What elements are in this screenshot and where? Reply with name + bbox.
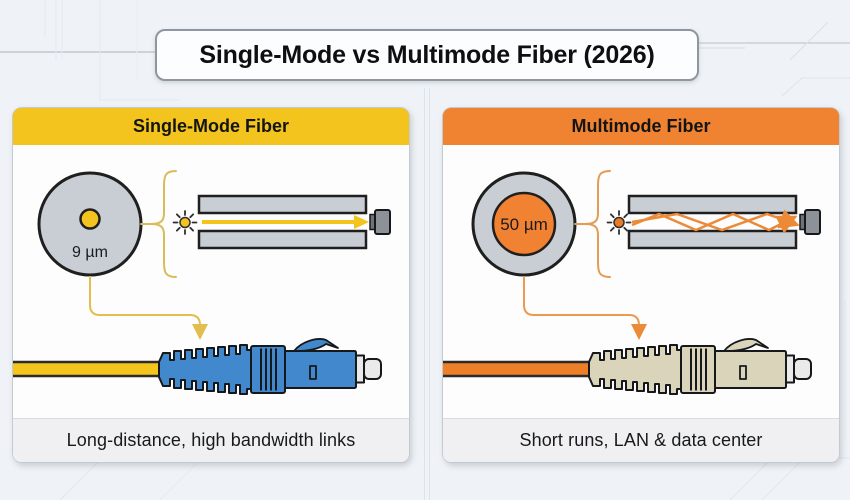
- detector-icon: [799, 209, 821, 235]
- page-title-text: Single-Mode vs Multimode Fiber (2026): [199, 40, 655, 69]
- connector-slot: [309, 365, 317, 380]
- multimode-header: Multimode Fiber: [443, 108, 839, 145]
- lc-connector: [158, 338, 382, 395]
- connector-body: [284, 350, 357, 389]
- multimode-illustration: 50 µm: [443, 170, 821, 395]
- fiber-cross-section: 9 µm: [37, 171, 143, 277]
- ferrule: [363, 358, 382, 380]
- light-source-icon: [172, 210, 198, 235]
- multimode-caption: Short runs, LAN & data center: [443, 418, 839, 462]
- detector-icon: [369, 209, 391, 235]
- fiber-side-view: [627, 194, 821, 250]
- light-rays: [631, 209, 800, 234]
- ferrule-flange: [785, 354, 795, 384]
- fiber-cross-section: 50 µm: [471, 171, 577, 277]
- cladding-bottom: [197, 229, 368, 250]
- core-size-label: 50 µm: [500, 215, 548, 234]
- pointer-arrow: [523, 276, 647, 340]
- connector-slot: [739, 365, 747, 380]
- lc-connector: [588, 338, 812, 395]
- cladding-bottom: [627, 229, 798, 250]
- cladding-top: [627, 194, 798, 215]
- pointer-arrow: [89, 276, 208, 340]
- fiber-side-view: [197, 194, 391, 250]
- fiber-core: [79, 208, 101, 230]
- ferrule: [793, 358, 812, 380]
- brace: [140, 170, 177, 278]
- connector-collar: [250, 345, 286, 394]
- single-mode-illustration: 9 µm: [13, 170, 391, 395]
- ferrule-flange: [355, 354, 365, 384]
- light-ray: [202, 215, 369, 229]
- connector-boot: [158, 344, 252, 395]
- cladding-top: [197, 194, 368, 215]
- connector-body: [714, 350, 787, 389]
- connector-latch: [723, 338, 769, 352]
- connector-collar: [680, 345, 716, 394]
- single-mode-header: Single-Mode Fiber: [13, 108, 409, 145]
- page-title: Single-Mode vs Multimode Fiber (2026): [155, 29, 699, 81]
- light-source-icon: [606, 210, 632, 235]
- multimode-panel: Multimode Fiber 50 µm: [442, 107, 840, 463]
- single-mode-panel: Single-Mode Fiber 9 µm: [12, 107, 410, 463]
- connector-boot: [588, 344, 682, 395]
- single-mode-caption: Long-distance, high bandwidth links: [13, 418, 409, 462]
- brace: [574, 170, 611, 278]
- fiber-cable: [13, 360, 162, 378]
- fiber-core: [491, 191, 557, 257]
- core-size-label: 9 µm: [72, 244, 108, 261]
- fiber-cable: [443, 360, 592, 378]
- connector-latch: [293, 338, 339, 352]
